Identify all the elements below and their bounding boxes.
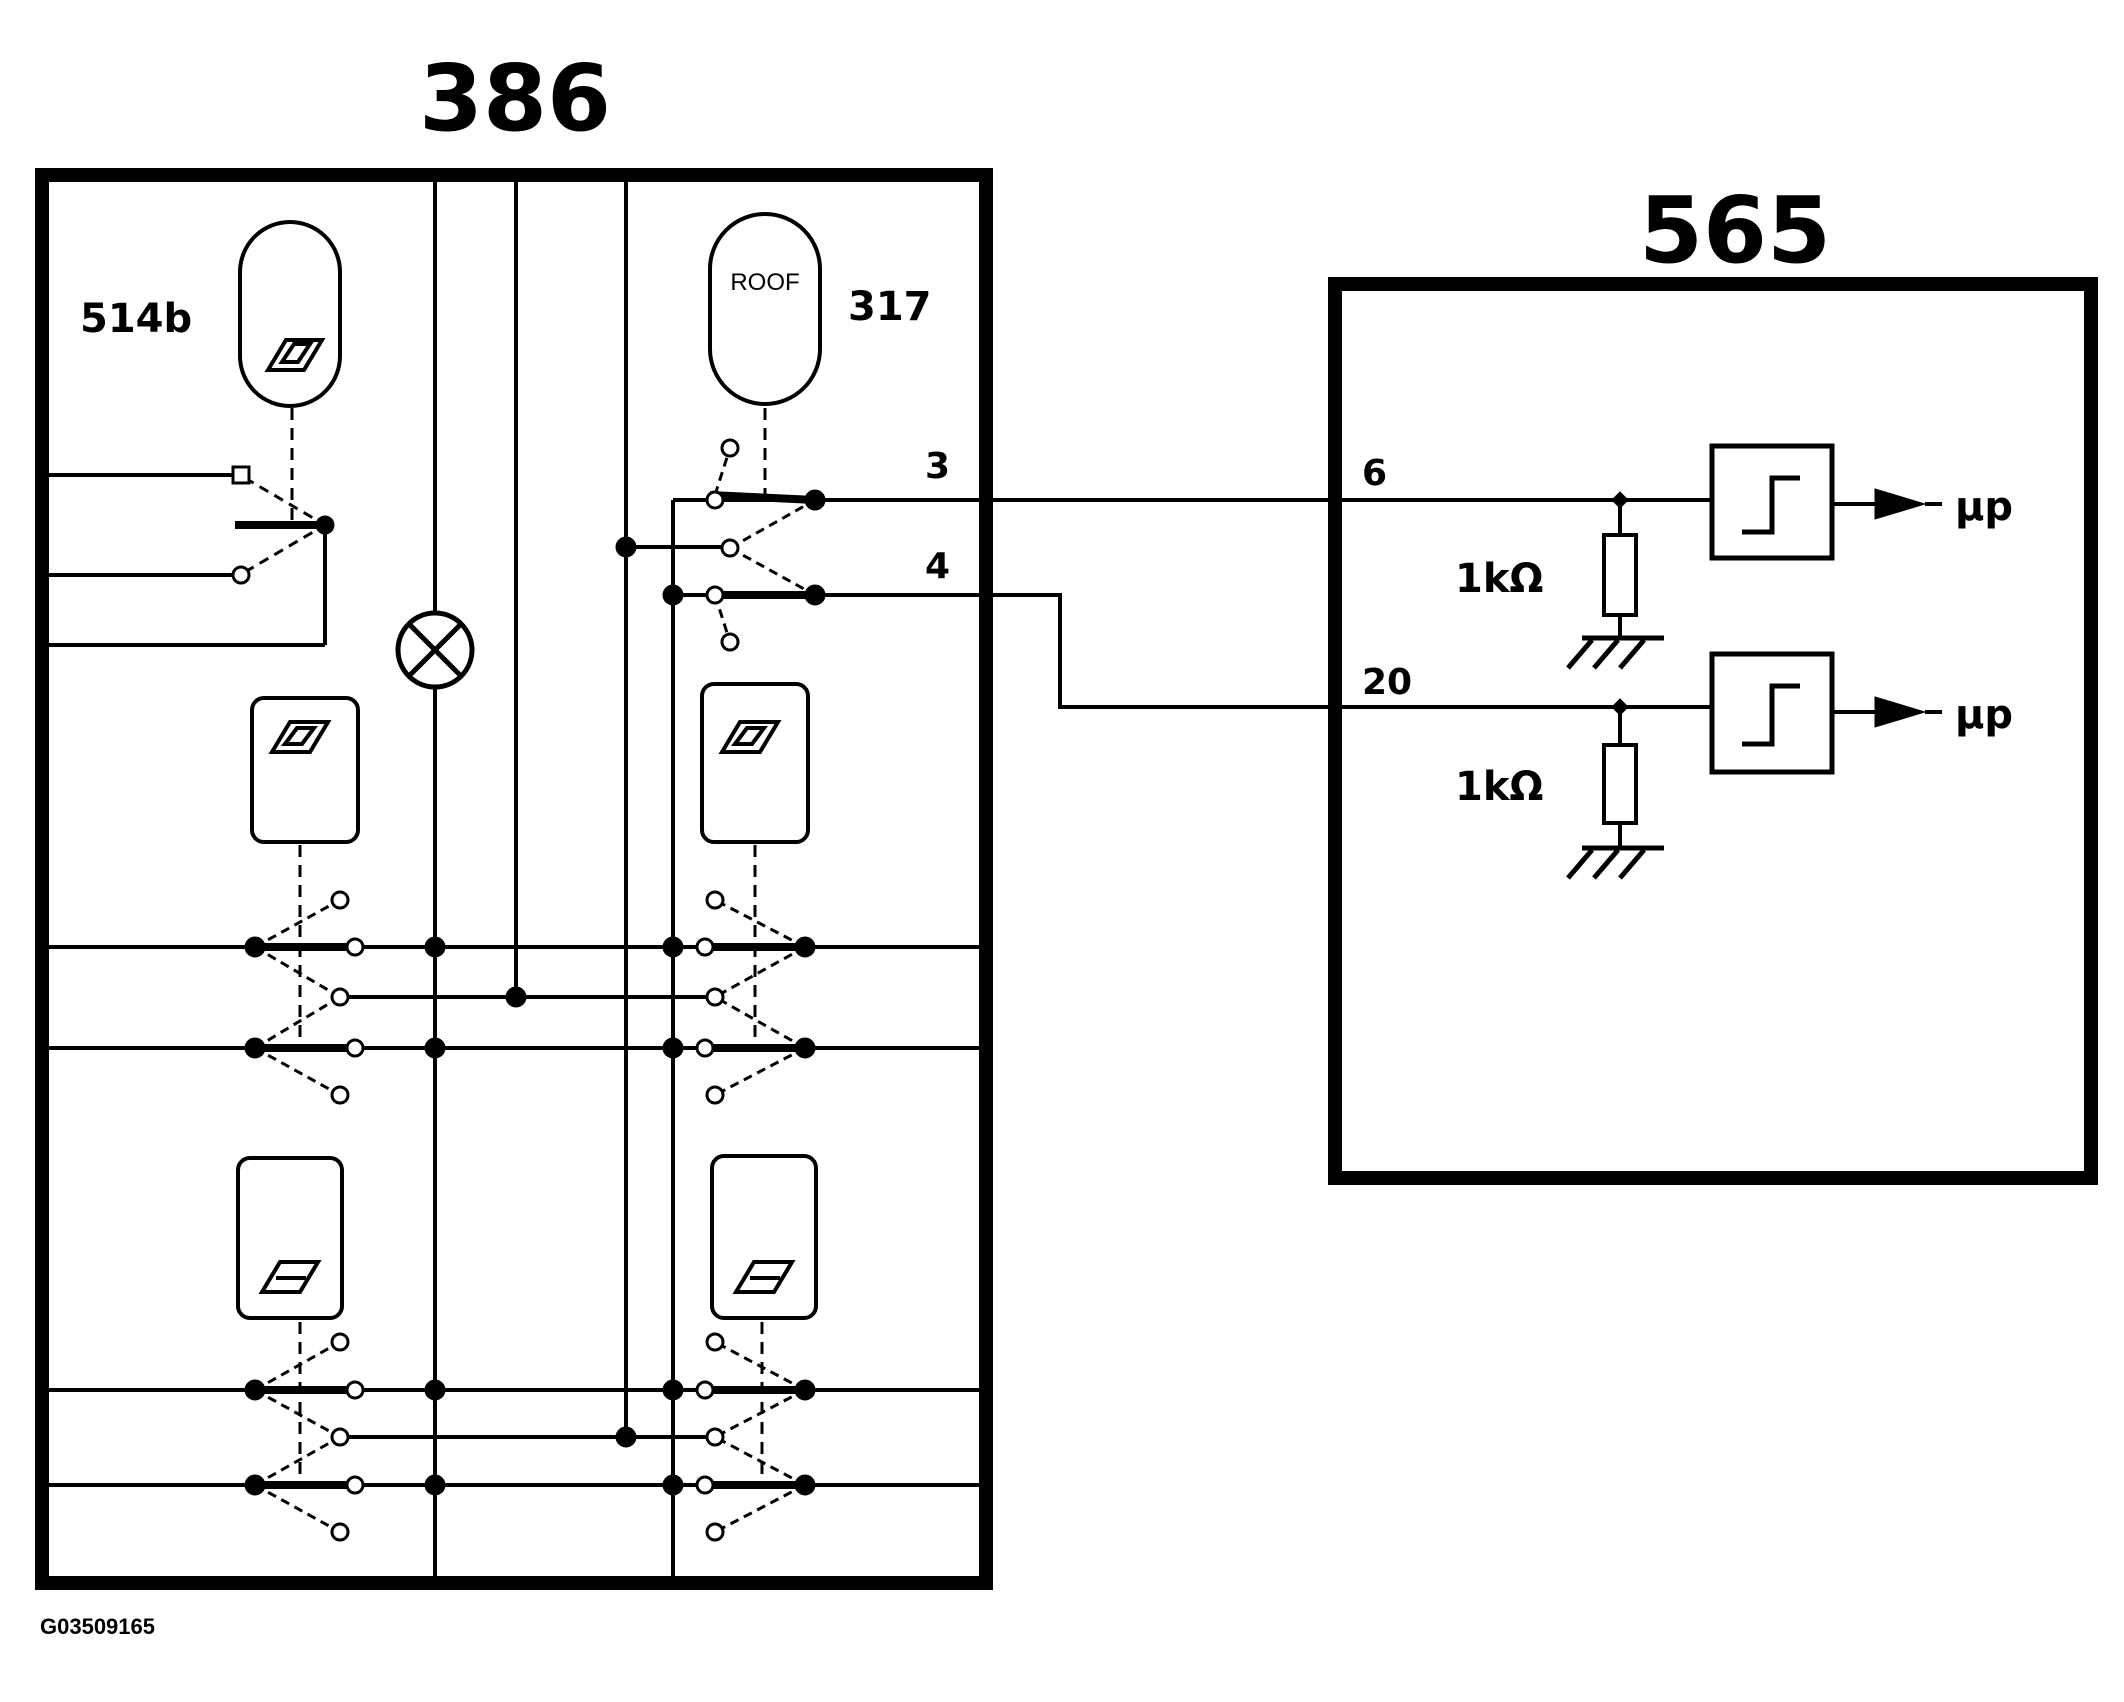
roof-icon: ROOF [730, 269, 799, 296]
pin-3-label: 3 [925, 446, 950, 487]
window-switch-mid-left [250, 696, 360, 844]
pin-20-label: 20 [1362, 662, 1412, 703]
ground-icon [1566, 635, 1664, 670]
output-lower-label: µp [1955, 692, 2013, 738]
low-contacts [48, 1322, 980, 1542]
resistor-upper-label: 1kΩ [1455, 556, 1543, 602]
switch-514b-contacts [48, 408, 335, 647]
pin-4-label: 4 [925, 546, 950, 587]
window-down-icon [732, 1260, 796, 1294]
switch-514b-label: 514b [80, 296, 192, 342]
window-icon [268, 720, 332, 754]
module-386-label: 386 [419, 45, 611, 152]
figure-code: G03509165 [40, 1614, 155, 1639]
output-upper-label: µp [1955, 484, 2013, 530]
module-386-buses [433, 181, 675, 1577]
switch-317-contacts [615, 408, 826, 652]
window-switch-low-right [710, 1154, 818, 1320]
mid-contacts [48, 845, 980, 1105]
input-stage-lower [1602, 651, 1942, 848]
lamp-icon [395, 610, 475, 690]
pin-6-label: 6 [1362, 453, 1387, 494]
input-stage-upper [1602, 443, 1942, 638]
module-565-label: 565 [1639, 177, 1831, 284]
window-switch-mid-right [700, 682, 810, 844]
switch-317-label: 317 [848, 284, 932, 330]
window-icon [718, 720, 782, 754]
switch-317-button [708, 212, 822, 406]
module-565-box [1328, 277, 2098, 1185]
ground-icon [1566, 845, 1664, 880]
switch-514b-button [238, 220, 342, 408]
window-icon [264, 338, 326, 372]
interconnect-wires [815, 498, 1710, 709]
window-down-icon [258, 1260, 322, 1294]
resistor-lower-label: 1kΩ [1455, 764, 1543, 810]
module-386-box [35, 168, 993, 1590]
window-switch-low-left [236, 1156, 344, 1320]
